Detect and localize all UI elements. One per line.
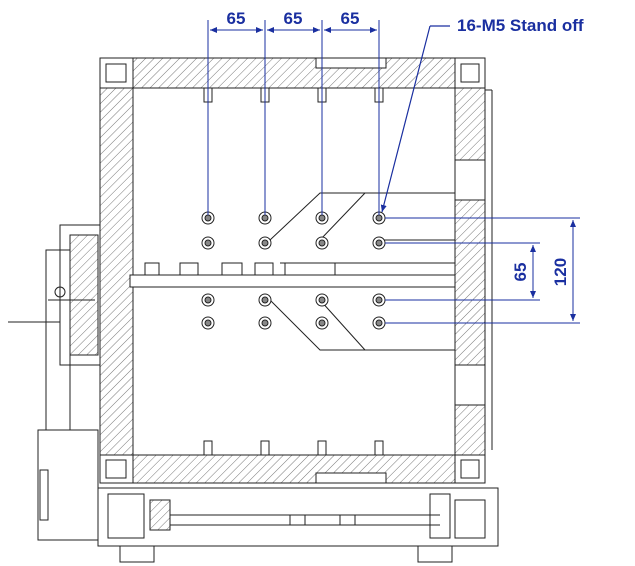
standoff bbox=[315, 236, 329, 250]
connector bbox=[203, 440, 213, 456]
standoff bbox=[372, 316, 386, 330]
standoff-inner bbox=[204, 239, 212, 247]
standoff-inner bbox=[261, 239, 269, 247]
dim-label-65-2: 65 bbox=[284, 9, 303, 28]
dim-label-65-vertical: 65 bbox=[511, 263, 530, 282]
base-mechanism bbox=[97, 487, 499, 563]
connector bbox=[260, 440, 270, 456]
callout-label: 16-M5 Stand off bbox=[457, 16, 584, 35]
standoff bbox=[315, 293, 329, 307]
standoff bbox=[201, 236, 215, 250]
standoff-inner bbox=[375, 296, 383, 304]
standoff-inner bbox=[375, 319, 383, 327]
callout-leader bbox=[380, 25, 450, 213]
standoff bbox=[258, 316, 272, 330]
connector bbox=[317, 440, 327, 456]
dim-label-120-vertical: 120 bbox=[551, 258, 570, 286]
standoff-inner bbox=[261, 296, 269, 304]
standoff-group bbox=[201, 211, 386, 330]
standoff-inner bbox=[261, 214, 269, 222]
standoff bbox=[258, 236, 272, 250]
standoff-inner bbox=[318, 319, 326, 327]
standoff bbox=[258, 293, 272, 307]
standoff bbox=[315, 316, 329, 330]
standoff bbox=[372, 293, 386, 307]
middle-plate bbox=[129, 262, 456, 288]
standoff-inner bbox=[261, 319, 269, 327]
left-mechanism bbox=[8, 224, 101, 541]
standoff-inner bbox=[204, 296, 212, 304]
top-dimension bbox=[207, 20, 380, 215]
standoff-inner bbox=[318, 214, 326, 222]
standoff bbox=[201, 316, 215, 330]
standoff bbox=[201, 293, 215, 307]
standoff-inner bbox=[204, 214, 212, 222]
standoff-inner bbox=[375, 239, 383, 247]
standoff-inner bbox=[204, 319, 212, 327]
standoff-inner bbox=[375, 214, 383, 222]
standoff bbox=[372, 236, 386, 250]
dim-label-65-1: 65 bbox=[227, 9, 246, 28]
enclosure bbox=[99, 57, 493, 484]
standoff-inner bbox=[318, 296, 326, 304]
right-dimension bbox=[385, 217, 580, 324]
dim-label-65-3: 65 bbox=[341, 9, 360, 28]
connector bbox=[374, 440, 384, 456]
standoff-inner bbox=[318, 239, 326, 247]
